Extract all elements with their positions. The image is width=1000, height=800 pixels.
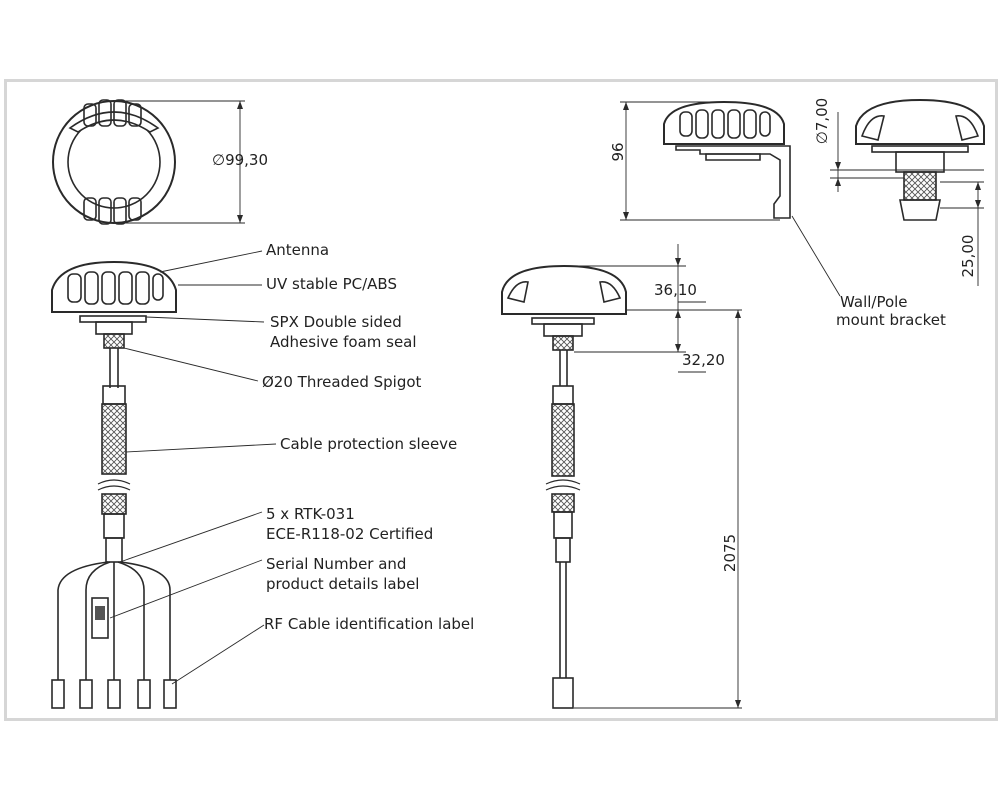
callout-rtk-line1: 5 x RTK-031 <box>266 505 355 523</box>
callout-serial-line2: product details label <box>266 575 420 593</box>
bracket-view <box>620 100 841 297</box>
center-side-view <box>501 244 742 709</box>
dome-height-dimension: 36,10 <box>654 281 697 299</box>
callout-rf-label: RF Cable identification label <box>264 615 475 633</box>
callout-seal-line2: Adhesive foam seal <box>270 333 417 351</box>
callout-leaders <box>109 250 277 685</box>
callout-housing: UV stable PC/ABS <box>266 275 397 293</box>
callout-bracket-line2: mount bracket <box>836 311 946 329</box>
callout-antenna: Antenna <box>266 241 330 259</box>
bracket-depth-dimension: 25,00 <box>959 234 977 278</box>
callout-seal-line1: SPX Double sided <box>270 313 402 331</box>
top-view <box>52 99 245 225</box>
bracket-detail-view <box>830 98 985 286</box>
overall-height-dimension: 96 <box>609 142 627 162</box>
callout-sleeve: Cable protection sleeve <box>280 435 458 453</box>
bracket-hole-dimension: ∅7,00 <box>813 97 831 145</box>
callout-rtk-line2: ECE-R118-02 Certified <box>266 525 434 543</box>
side-view-assembly <box>51 260 177 709</box>
cable-length-dimension: 2075 <box>721 533 739 573</box>
callout-spigot: Ø20 Threaded Spigot <box>262 373 422 391</box>
callout-bracket-line1: Wall/Pole <box>840 293 908 311</box>
spigot-length-dimension: 32,20 <box>682 351 725 369</box>
diameter-dimension: ∅99,30 <box>212 151 269 169</box>
callout-serial-line1: Serial Number and <box>266 555 407 573</box>
